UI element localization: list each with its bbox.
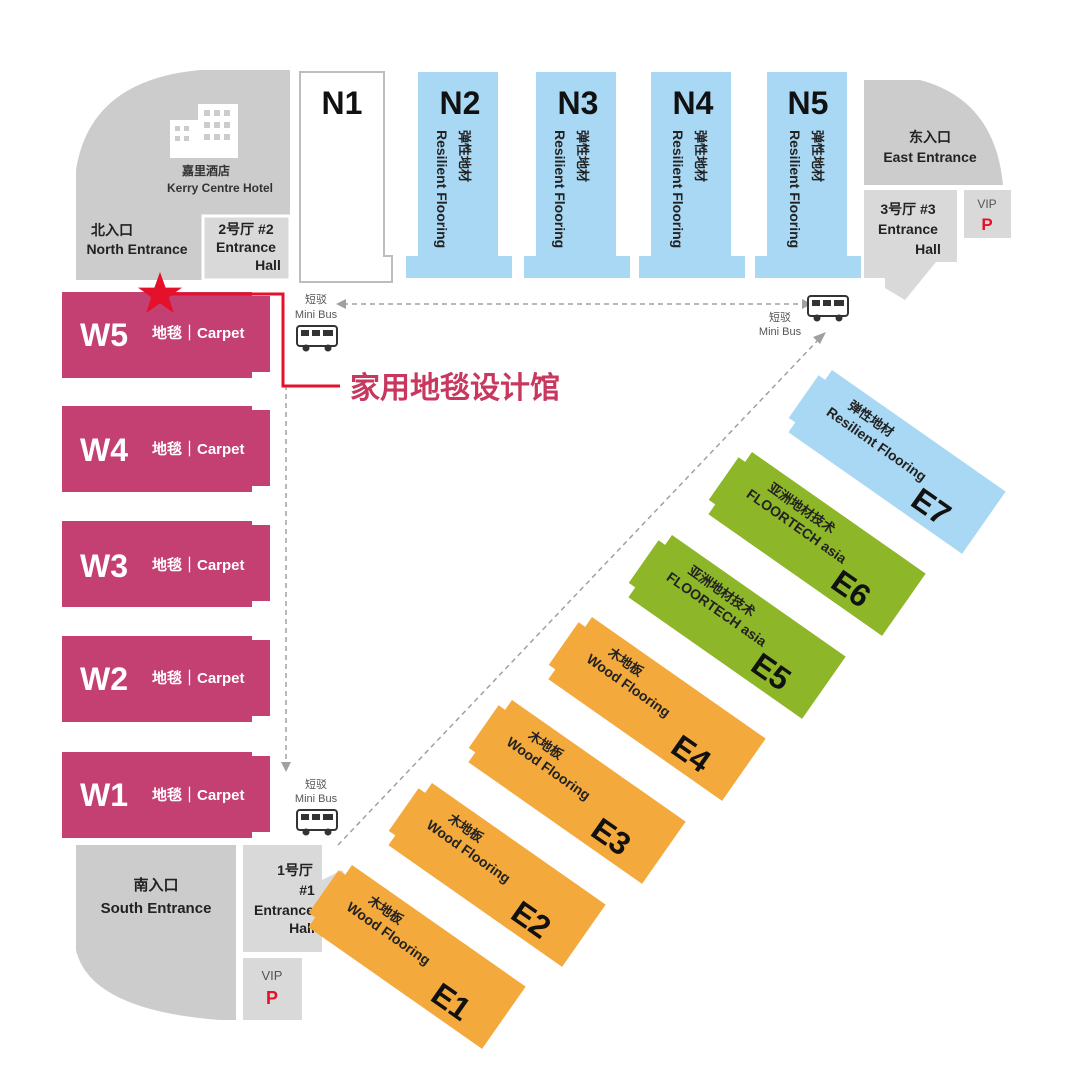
hall-category-zh: 弹性地材 [693,130,708,182]
north-entrance-zh: 北入口 [91,222,133,238]
hall-name: N2 [440,85,481,121]
hall-name: W5 [80,317,128,353]
east-entrance-en: East Entrance [883,149,977,165]
hall-category: 地毯｜Carpet [152,556,245,574]
hall-name: W1 [80,777,128,813]
minibus-label-zh: 短驳 [769,310,791,324]
hall-name: N4 [673,85,714,121]
hall-n4[interactable]: N4 弹性地材 Resilient Flooring [639,72,745,278]
hall-category-en: Resilient Flooring [434,130,450,248]
vip-label: VIP [262,968,283,983]
bus-icon [807,295,849,322]
building-icon [170,104,238,158]
hall-category: 地毯｜Carpet [152,440,245,458]
hotel-name-en: Kerry Centre Hotel [167,181,273,195]
hall-name: W2 [80,661,128,697]
entrance-hall-3-line2: Entrance [878,221,938,237]
bus-icon [296,325,338,352]
star-icon [138,272,182,313]
hall-category-en: Resilient Flooring [787,130,803,248]
minibus-label-zh: 短驳 [305,777,327,791]
hall-n3[interactable]: N3 弹性地材 Resilient Flooring [524,72,630,278]
hall-w2[interactable]: W2 地毯｜Carpet [62,636,270,722]
hall-category-en: Resilient Flooring [552,130,568,248]
north-entrance-en: North Entrance [86,241,187,257]
hall-category-en: Resilient Flooring [670,130,686,248]
entrance-hall-2-line1: 2号厅 #2 [218,221,273,237]
hall-name: N1 [322,85,363,121]
hall-category-zh: 弹性地材 [457,130,472,182]
vip-parking-bottom[interactable]: VIP P [243,958,302,1020]
south-entrance-en: South Entrance [101,900,212,917]
hall-n1[interactable]: N1 [299,71,393,283]
hall-category-zh: 弹性地材 [810,130,825,182]
minibus-label-en: Mini Bus [295,309,338,321]
hall-category: 地毯｜Carpet [152,669,245,687]
hall-name: N5 [788,85,829,121]
hall-name: N3 [558,85,599,121]
hall-w3[interactable]: W3 地毯｜Carpet [62,521,270,607]
vip-parking-top[interactable]: VIP P [964,190,1011,238]
south-entrance-area [76,845,236,1020]
hall-name: W4 [80,432,128,468]
hall-category-zh: 弹性地材 [575,130,590,182]
entrance-hall-1-line2: #1 [299,882,315,898]
hall-category: 地毯｜Carpet [152,324,245,342]
highlight-label: 家用地毯设计馆 [350,371,560,405]
minibus-route [285,303,821,846]
bus-icon [296,809,338,836]
entrance-hall-1[interactable] [243,845,352,952]
entrance-hall-3-line3: Hall [915,241,941,257]
hall-e1[interactable]: 木地板 Wood Flooring E1 [302,860,526,1049]
hall-n2[interactable]: N2 弹性地材 Resilient Flooring [406,72,512,278]
east-entrance-zh: 东入口 [909,129,951,145]
hall-e5[interactable]: 亚洲地材技术 FLOORTECH asia E5 [622,530,846,719]
hall-w5[interactable]: W5 地毯｜Carpet [62,292,270,378]
highlight-pointer-line [160,292,340,388]
entrance-hall-2-line3: Hall [255,257,281,273]
parking-label: P [266,988,278,1008]
entrance-hall-3[interactable] [864,190,957,300]
hall-w1[interactable]: W1 地毯｜Carpet [62,752,270,838]
entrance-hall-1-line3: Entrance [254,902,314,918]
hall-n5[interactable]: N5 弹性地材 Resilient Flooring [755,72,861,278]
parking-label: P [981,215,992,234]
entrance-hall-3-line1: 3号厅 #3 [880,201,935,217]
entrance-hall-1-line1: 1号厅 [277,862,313,878]
entrance-hall-2-line2: Entrance [216,239,276,255]
minibus-stop-ne: 短驳 Mini Bus [759,295,849,338]
minibus-label-en: Mini Bus [295,793,338,805]
minibus-label-zh: 短驳 [305,292,327,306]
hall-name: W3 [80,548,128,584]
minibus-label-en: Mini Bus [759,326,802,338]
south-entrance-zh: 南入口 [133,876,178,894]
hall-w4[interactable]: W4 地毯｜Carpet [62,406,270,492]
hotel-name-zh: 嘉里酒店 [181,163,230,178]
minibus-stop-nw: 短驳 Mini Bus [295,292,338,352]
vip-label: VIP [977,197,996,211]
minibus-stop-s: 短驳 Mini Bus [295,777,338,836]
hall-category: 地毯｜Carpet [152,786,245,804]
entrance-hall-1-line4: Hall [289,920,315,936]
east-entrance-area [864,80,1003,185]
entrance-hall-2[interactable] [201,214,292,282]
